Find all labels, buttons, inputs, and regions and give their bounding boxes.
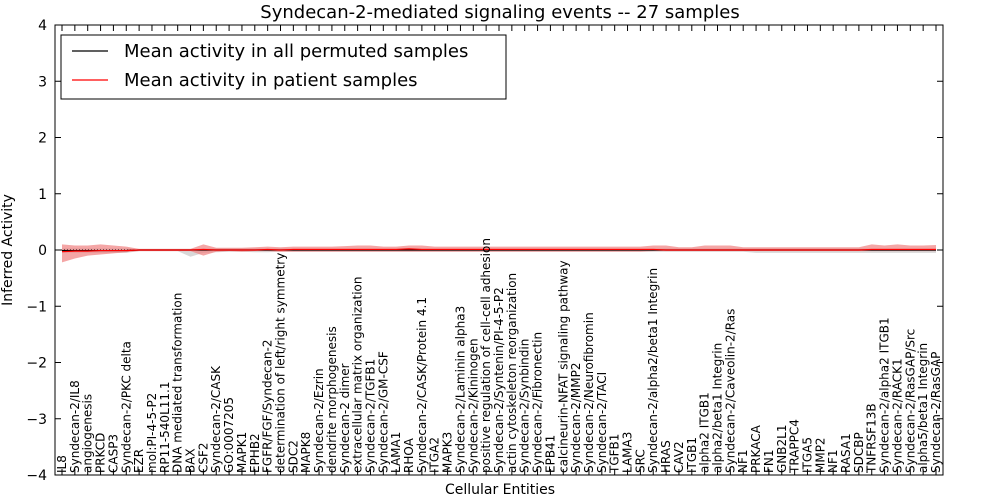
x-tick-label: ITGB1	[685, 437, 699, 473]
x-tick-label: SDCBP	[852, 432, 866, 473]
x-tick-label: Syndecan-2 dimer	[338, 363, 352, 473]
x-tick-label: BAX	[184, 448, 198, 473]
x-tick-label: LAMA1	[389, 432, 403, 473]
x-tick-label: extracellular matrix organization	[351, 276, 365, 473]
x-tick-label: Syndecan-2/PKC delta	[119, 341, 133, 473]
x-tick-label: DNA mediated transformation	[171, 293, 185, 473]
y-tick-label: 4	[38, 18, 47, 34]
x-tick-label: EZR	[132, 449, 146, 473]
x-tick-label: Syndecan-2/CASK	[209, 365, 223, 473]
x-tick-label: Syndecan-2/TGFB1	[363, 359, 377, 473]
x-tick-label: MAPK3	[441, 432, 455, 473]
x-axis-label: Cellular Entities	[445, 482, 555, 498]
x-tick-label: TNFRSF13B	[865, 403, 879, 474]
legend-box	[60, 34, 507, 100]
legend-label-patient: Mean activity in patient samples	[124, 70, 418, 91]
legend: Mean activity in all permuted samples Me…	[60, 34, 507, 100]
y-tick-label: −3	[26, 412, 47, 428]
series-line-1	[61, 248, 936, 253]
x-tick-label: CSF2	[196, 442, 210, 473]
x-tick-label: MMP2	[813, 437, 827, 473]
series-band-1	[62, 244, 936, 263]
x-tick-label: GO:0007205	[222, 397, 236, 473]
y-tick-label: −4	[26, 468, 47, 484]
x-tick-label: Syndecan-2/RasGAP/Src	[903, 329, 917, 473]
y-tick-label: 1	[38, 187, 47, 203]
x-tick-label: angiogenesis	[81, 394, 95, 473]
x-tick-label: SRC	[633, 449, 647, 473]
x-tick-label: Syndecan-2/Caveolin-2/Ras	[723, 309, 737, 473]
x-tick-label: IL8	[55, 455, 69, 473]
x-tick-label: TGFB1	[608, 434, 622, 474]
x-tick-label: Syndecan-2/RasGAP	[929, 352, 943, 473]
x-tick-label: HRAS	[659, 440, 673, 473]
x-tick-label: Syndecan-2/GM-CSF	[376, 351, 390, 473]
x-tick-label: RHOA	[402, 437, 416, 473]
x-tick-label: Syndecan-2/IL8	[68, 380, 82, 473]
x-tick-label: MAPK1	[235, 432, 249, 473]
chart-title: Syndecan-2-mediated signaling events -- …	[260, 2, 739, 23]
x-tick-label: Syndecan-2/TACI	[595, 372, 609, 473]
x-tick-label: mol:PI-4-5-P2	[145, 393, 159, 473]
x-tick-label: Syndecan-2/Syntenin/PI-4-5-P2	[492, 287, 506, 473]
y-axis-label: Inferred Activity	[0, 194, 16, 306]
x-tick-label: FN1	[762, 449, 776, 473]
x-tick-label: FGFR/FGF/Syndecan-2	[261, 340, 275, 473]
x-tick-label: alpha2/beta1 Integrin	[711, 343, 725, 473]
x-tick-label: determination of left/right symmetry	[274, 253, 288, 473]
x-tick-label: EPHB2	[248, 433, 262, 473]
x-tick-label: CAV2	[672, 441, 686, 473]
x-tick-label: TRAPPC4	[788, 419, 802, 474]
x-tick-label: Syndecan-2/Laminin alpha3	[453, 306, 467, 473]
x-tick-label: Syndecan-2/MMP2	[569, 363, 583, 473]
x-tick-label: alpha2 ITGB1	[698, 392, 712, 473]
legend-label-permuted: Mean activity in all permuted samples	[124, 41, 468, 62]
x-tick-label: Syndecan-2/Fibronectin	[531, 332, 545, 473]
x-tick-label: Syndecan-2/alpha2/beta1 Integrin	[646, 268, 660, 473]
x-tick-label: ITGA2	[428, 437, 442, 473]
x-tick-label: actin cytoskeleton reorganization	[505, 273, 519, 473]
x-tick-label: Syndecan-2/alpha2 ITGB1	[878, 317, 892, 473]
x-tick-label: Syndecan-2/RACK1	[890, 358, 904, 473]
x-tick-label: Syndecan-2/CASK/Protein 4.1	[415, 297, 429, 473]
x-tick-label: alpha5/beta1 Integrin	[916, 343, 930, 473]
x-tick-label: Syndecan-2/Ezrin	[312, 368, 326, 473]
x-tick-label: GNB2L1	[775, 425, 789, 473]
x-tick-label: RP11-540L11.1	[158, 382, 172, 473]
plot-layer: −4 −3 −2 −1 0 1 2 3 4IL8Syndecan-2/IL8angiogenes…	[26, 18, 944, 484]
y-tick-label: −2	[26, 356, 47, 372]
x-tick-label: CASP3	[106, 434, 120, 473]
x-tick-label: NF1	[736, 449, 750, 473]
x-tick-label: ITGA5	[800, 437, 814, 473]
x-tick-label: RASA1	[839, 433, 853, 473]
x-tick-label: Syndecan-2/Kininogen	[466, 338, 480, 473]
x-tick-label: LAMA3	[621, 432, 635, 473]
x-tick-label: positive regulation of cell-cell adhesio…	[479, 238, 493, 473]
x-tick-label: MAPK8	[299, 432, 313, 473]
x-tick-label: PRKCD	[94, 433, 108, 473]
x-tick-label: SDC2	[286, 440, 300, 473]
x-tick-label: EPB41	[543, 435, 557, 473]
x-tick-label: NF1	[826, 449, 840, 473]
x-tick-label: calcineurin-NFAT signaling pathway	[556, 260, 570, 473]
y-tick-label: 0	[38, 243, 47, 259]
x-tick-label: Syndecan-2/Synbindin	[518, 339, 532, 473]
y-tick-label: 2	[38, 131, 47, 147]
x-tick-label: PRKACA	[749, 424, 763, 473]
y-tick-label: 3	[38, 74, 47, 90]
x-tick-label: dendrite morphogenesis	[325, 326, 339, 473]
x-tick-label: Syndecan-2/Neurofibromin	[582, 312, 596, 473]
y-tick-label: −1	[26, 299, 47, 315]
